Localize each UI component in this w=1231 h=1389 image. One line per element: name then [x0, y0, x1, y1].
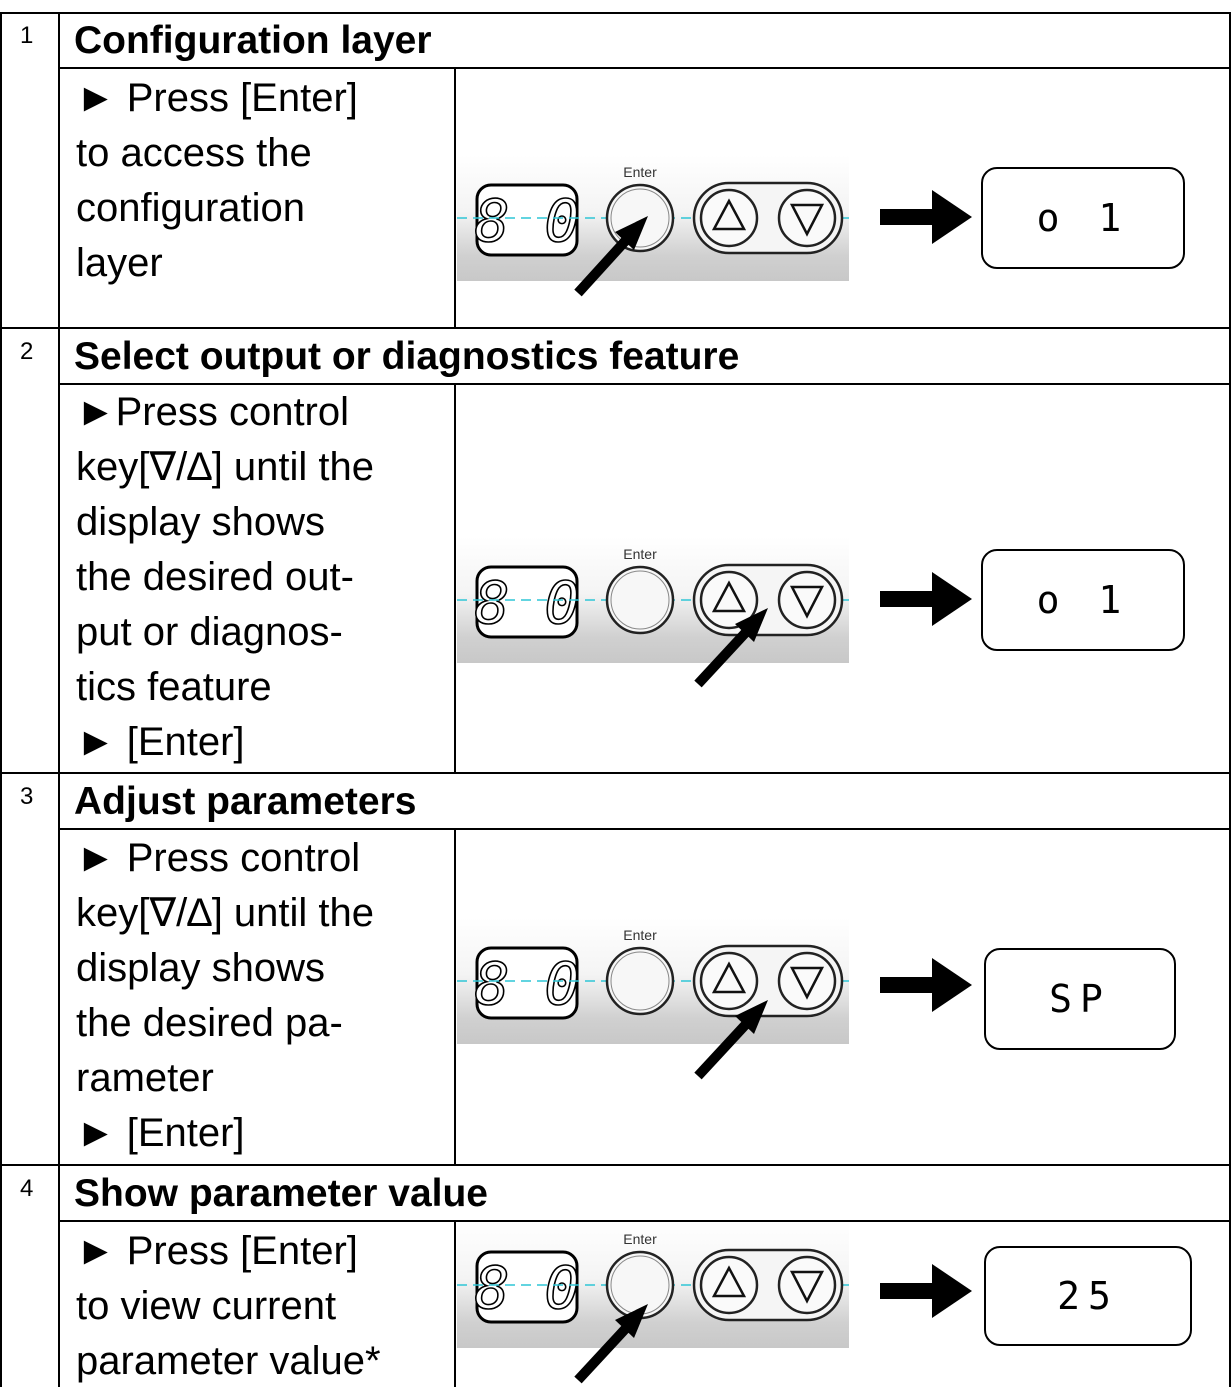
result-display-text: SP	[1049, 977, 1111, 1021]
enter-label: Enter	[623, 546, 657, 562]
result-display-text: o 1	[1036, 196, 1130, 240]
step-instruction: ► Press [Enter] to access the configurat…	[76, 71, 454, 291]
step-number: 4	[20, 1175, 34, 1202]
heading-divider-3	[58, 828, 1231, 830]
step-instruction: ► Press control key[∇/∆] until the displ…	[76, 831, 454, 1161]
result-display-text: o 1	[1036, 578, 1130, 622]
instruction-line: ► Press [Enter]	[76, 76, 358, 120]
instruction-line: parameter value*	[76, 1339, 381, 1383]
control-panel: 8 0 Enter	[457, 918, 849, 1044]
up-button[interactable]	[699, 951, 759, 1011]
instruction-line: key[∇/∆] until the	[76, 445, 375, 489]
step-number: 1	[20, 22, 34, 49]
instruction-line: tics feature	[76, 665, 272, 709]
control-panel: 8 0 Enter	[457, 1222, 849, 1348]
instruction-column-divider-1	[454, 67, 456, 327]
instruction-line: layer	[76, 241, 163, 285]
instruction-line: put or diagnos-	[76, 610, 343, 654]
row-divider-1	[0, 327, 1231, 329]
triangle-up-icon	[711, 1265, 747, 1298]
result-display: o 1	[981, 167, 1185, 269]
result-display: SP	[984, 948, 1176, 1050]
heading-divider-1	[58, 67, 1231, 69]
down-button[interactable]	[777, 188, 837, 248]
step-heading: Adjust parameters	[74, 780, 417, 823]
segment-display: 8 0	[474, 565, 580, 639]
instruction-column-divider-4	[454, 1220, 456, 1387]
segment-display: 8 0	[474, 1250, 580, 1324]
step-heading: Show parameter value	[74, 1172, 488, 1215]
table-left-border	[0, 12, 2, 1387]
triangle-down-icon	[789, 585, 825, 619]
result-display-text: 25	[1057, 1274, 1119, 1318]
up-button[interactable]	[699, 1255, 759, 1315]
step-number: 3	[20, 783, 34, 810]
triangle-up-icon	[711, 961, 747, 994]
control-panel: 8 0 Enter	[457, 537, 849, 663]
instruction-line: ► [Enter]	[76, 1111, 245, 1155]
triangle-down-icon	[789, 966, 825, 1000]
enter-button[interactable]	[605, 183, 675, 253]
row-divider-2	[0, 772, 1231, 774]
instruction-line: configuration	[76, 186, 306, 230]
instruction-line: the desired out-	[76, 555, 354, 599]
control-panel: 8 0 Enter	[457, 155, 849, 281]
instruction-line: ► Press control	[76, 836, 361, 880]
result-display: o 1	[981, 549, 1185, 651]
enter-label: Enter	[623, 927, 657, 943]
down-button[interactable]	[777, 951, 837, 1011]
table-top-border	[0, 12, 1231, 14]
up-button[interactable]	[699, 570, 759, 630]
instruction-line: ► Press [Enter]	[76, 1229, 358, 1273]
right-arrow-icon	[880, 572, 972, 626]
instruction-line: key[∇/∆] until the	[76, 891, 375, 935]
instruction-line: to view current	[76, 1284, 337, 1328]
instruction-line: display shows	[76, 500, 326, 544]
triangle-up-icon	[711, 580, 747, 613]
result-display: 25	[984, 1246, 1192, 1346]
row-divider-3	[0, 1164, 1231, 1166]
segment-display-text: 8 0	[475, 1254, 580, 1322]
up-button[interactable]	[699, 188, 759, 248]
segment-display-text: 8 0	[475, 569, 580, 637]
table-right-border	[1229, 12, 1231, 1387]
instruction-line: ►Press control	[76, 390, 350, 434]
instruction-line: display shows	[76, 946, 326, 990]
enter-label: Enter	[623, 164, 657, 180]
number-column-divider	[58, 12, 60, 1387]
segment-display: 8 0	[474, 946, 580, 1020]
right-arrow-icon	[880, 190, 972, 244]
instruction-line: rameter	[76, 1056, 214, 1100]
step-heading: Configuration layer	[74, 19, 432, 62]
instruction-column-divider-2	[454, 383, 456, 772]
right-arrow-icon	[880, 1264, 972, 1318]
segment-display-text: 8 0	[475, 187, 580, 255]
right-arrow-icon	[880, 958, 972, 1012]
step-instruction: ► Press [Enter] to view current paramete…	[76, 1224, 454, 1389]
segment-display: 8 0	[474, 183, 580, 257]
heading-divider-2	[58, 383, 1231, 385]
step-instruction: ►Press control key[∇/∆] until the displa…	[76, 385, 454, 770]
down-button[interactable]	[777, 1255, 837, 1315]
instruction-line: ► [Enter]	[76, 720, 245, 764]
enter-button[interactable]	[605, 946, 675, 1016]
triangle-up-icon	[711, 198, 747, 231]
instruction-column-divider-3	[454, 828, 456, 1164]
enter-label: Enter	[623, 1231, 657, 1247]
segment-display-text: 8 0	[475, 950, 580, 1018]
triangle-down-icon	[789, 1270, 825, 1304]
down-button[interactable]	[777, 570, 837, 630]
triangle-down-icon	[789, 203, 825, 237]
instruction-line: the desired pa-	[76, 1001, 343, 1045]
enter-button[interactable]	[605, 565, 675, 635]
step-number: 2	[20, 338, 34, 365]
step-heading: Select output or diagnostics feature	[74, 335, 740, 378]
enter-button[interactable]	[605, 1250, 675, 1320]
heading-divider-4	[58, 1220, 1231, 1222]
instruction-line: to access the	[76, 131, 312, 175]
